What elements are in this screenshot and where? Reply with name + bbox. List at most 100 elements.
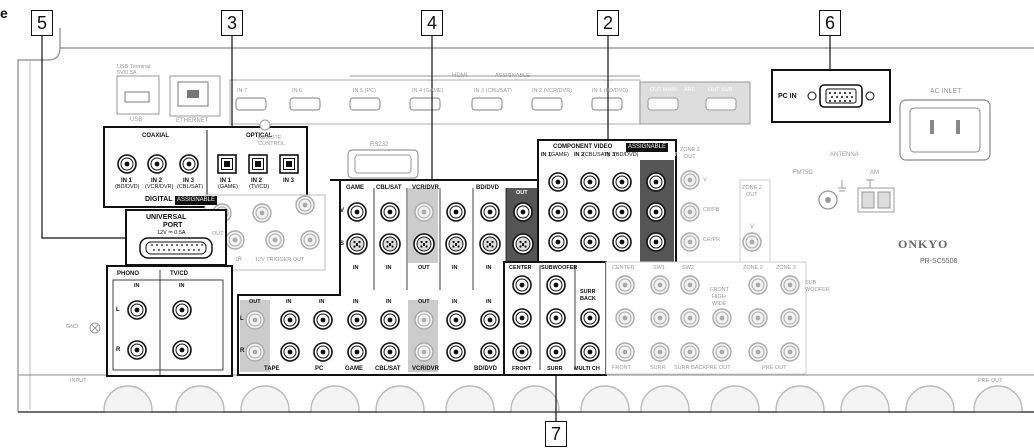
- usb-terminal-label: USB Terminal 5V/0.5A: [117, 64, 151, 76]
- callout-7: 7: [545, 421, 567, 447]
- preout-sw2-label: SW2: [682, 265, 694, 271]
- preout-front-label: FRONT: [612, 365, 631, 371]
- hdmi-in-5: IN 5 (PC): [353, 88, 376, 94]
- comp-col-in1-sub: (GAME): [549, 152, 569, 158]
- antenna-label: ANTENNA: [830, 152, 859, 158]
- av-out-vcrdvr: OUT: [418, 265, 430, 271]
- brand-logo: ONKYO: [898, 237, 949, 251]
- comp-col-in3-sub: (BD/DVD): [614, 152, 639, 158]
- component-assignable-label: ASSIGNABLE: [626, 143, 669, 152]
- rs232-label: RS232: [370, 142, 389, 148]
- hdmi-out-main-label: OUT MAIN: [650, 87, 677, 93]
- figure-letter: e: [0, 5, 8, 21]
- zone2-v-label-3: V: [750, 224, 755, 230]
- digital-label: DIGITAL: [145, 196, 173, 203]
- coax-in3: IN 3: [183, 178, 195, 184]
- preout-front-high-wide-1: FRONT: [710, 287, 729, 293]
- av-col-bddvd: BD/DVD: [476, 185, 500, 191]
- phono-r-label: R: [116, 347, 121, 353]
- phono-l-label: L: [116, 307, 120, 313]
- av-in-vcrdvr: IN: [452, 265, 458, 271]
- vcrdvr-out-label-2: OUT: [418, 299, 430, 305]
- opt-in1-sub: (GAME): [218, 184, 238, 190]
- v-label: V: [340, 208, 345, 214]
- bottom-pc: PC: [315, 366, 324, 372]
- multi-front-label: FRONT: [512, 366, 531, 372]
- bottom-bddvd: BD/DVD: [474, 366, 498, 372]
- hdmi-in-6: IN 6: [292, 88, 303, 94]
- multi-ch-label: MULTI CH: [574, 366, 600, 372]
- multi-center-label: CENTER: [509, 265, 532, 271]
- am-label: AM: [870, 170, 879, 176]
- callout-2: 2: [597, 10, 619, 36]
- comp-col-in2-sub: (CBL/SAT): [583, 152, 610, 158]
- bottom-vcrdvr: VCR/DVR: [412, 366, 440, 372]
- comp-row-cr: CR/PR: [703, 237, 721, 243]
- av-col-vcrdvr: VCR/DVR: [412, 185, 440, 191]
- multi-subwoofer-label: SUBWOOFER: [541, 265, 578, 271]
- comp-col-in1: IN 1: [541, 152, 552, 158]
- preout-sw1-label: SW1: [653, 265, 665, 271]
- comp-row-cb: CB/PB: [703, 207, 720, 213]
- opt-in1: IN 1: [220, 178, 232, 184]
- optical-label: OPTICAL: [246, 133, 273, 139]
- ac-inlet-label: AC INLET: [930, 88, 962, 95]
- game-in-label-2: IN: [353, 299, 359, 305]
- component-video-title: COMPONENT VIDEO: [553, 144, 613, 150]
- callout-6: 6: [819, 10, 841, 36]
- opt-in2: IN 2: [251, 178, 263, 184]
- fm-label: FM75Ω: [793, 170, 813, 176]
- multi-surr-label: SURR: [547, 366, 563, 372]
- opt-in2-sub: (TV/CD): [249, 184, 270, 190]
- av-in-cblsat: IN: [386, 265, 392, 271]
- preout-surrback-label: SURR BACK: [674, 365, 707, 371]
- usb-label: USB: [130, 117, 143, 123]
- cblsat-in-label-2: IN: [386, 299, 392, 305]
- hdmi-in-1: IN 1 (BD/DVD): [592, 88, 629, 94]
- zone2-out-label-1: ZONE 2: [680, 147, 700, 153]
- av-in-bddvd: IN: [486, 265, 492, 271]
- preout-label-2: PRE OUT: [762, 365, 787, 371]
- tape-out-label: OUT: [249, 299, 261, 305]
- remote-control-label: REMOTE CONTROL: [258, 135, 285, 147]
- coax-in1-sub: (BD/DVD): [115, 184, 140, 190]
- tape-in-label: IN: [286, 299, 292, 305]
- comp-row-y: Y: [703, 178, 708, 184]
- callout-4: 4: [421, 10, 443, 36]
- opt-in3: IN 3: [283, 178, 295, 184]
- ethernet-label: ETHERNET: [176, 118, 209, 124]
- coax-in2-sub: (VCR/DVR): [145, 184, 174, 190]
- preout-surr-label: SURR: [650, 365, 666, 371]
- monitor-out-label-2: OUT: [516, 190, 528, 196]
- coax-in3-sub: (CBL/SAT): [177, 184, 204, 190]
- preout-front-high-wide-3: WIDE: [712, 301, 727, 307]
- multi-surrback-2: BACK: [580, 296, 596, 302]
- hdmi-label: HDMI: [452, 73, 468, 79]
- zone2-out-label-2: OUT: [684, 154, 696, 160]
- ir-out-label: OUT: [212, 231, 224, 237]
- preout-subwoofer-2: WOOFER: [805, 287, 830, 293]
- callout-5: 5: [31, 10, 53, 36]
- s-label: S: [340, 241, 345, 247]
- preout-right-label: PRE OUT: [978, 378, 1003, 384]
- pc-in-label: PC IN: [778, 93, 797, 100]
- input-label: INPUT: [70, 378, 87, 384]
- monitor-out-label-1: MONITOR: [509, 183, 535, 189]
- callout-3: 3: [221, 10, 243, 36]
- bottom-tape: TAPE: [264, 366, 280, 372]
- universal-port-label-1: UNIVERSAL: [146, 214, 187, 221]
- hdmi-in-7: IN 7: [237, 88, 248, 94]
- phono-label: PHONO: [117, 271, 140, 277]
- av-col-cblsat: CBL/SAT: [376, 185, 402, 191]
- vcrdvr-in-label-2: IN: [452, 299, 458, 305]
- preout-label-1: PRE OUT: [706, 365, 731, 371]
- preout-subwoofer-1: SUB: [805, 280, 817, 286]
- digital-assignable-label: ASSIGNABLE: [175, 196, 218, 205]
- av-in-game: IN: [353, 265, 359, 271]
- preout-center-label: CENTER: [612, 265, 635, 271]
- universal-port-label-2: PORT: [163, 222, 183, 229]
- preout-front-high-wide-2: HIGH: [712, 294, 726, 300]
- trigger-out-label: 12V TRIGGER OUT: [255, 257, 305, 263]
- comp-col-in2: IN 2: [574, 152, 585, 158]
